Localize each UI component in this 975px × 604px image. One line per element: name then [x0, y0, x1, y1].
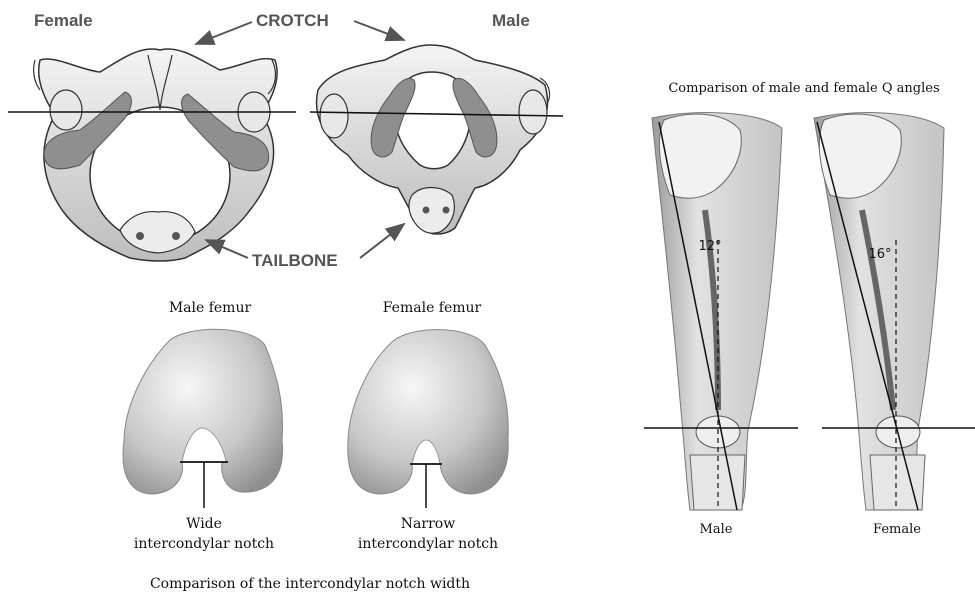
- female-pelvis-label: Female: [34, 11, 93, 30]
- narrow-label-line2: intercondylar notch: [358, 536, 498, 552]
- pelvis-section: Female Male CROTCH TAILBONE: [8, 11, 563, 270]
- tailbone-arrow-male: [360, 224, 404, 258]
- female-q-angle-value: 16°: [868, 247, 891, 262]
- tailbone-arrow-female: [206, 240, 248, 258]
- wide-label-line1: Wide: [186, 516, 222, 532]
- female-leg-illustration: [814, 113, 944, 510]
- crotch-arrow-male: [354, 21, 404, 40]
- male-femur-illustration: [123, 329, 283, 494]
- male-femur-title: Male femur: [169, 300, 252, 316]
- crotch-arrow-female: [196, 22, 252, 44]
- wide-label-line2: intercondylar notch: [134, 536, 274, 552]
- notch-caption: Comparison of the intercondylar notch wi…: [150, 576, 470, 592]
- male-pelvis-label: Male: [492, 11, 530, 30]
- female-pelvis-illustration: [34, 49, 277, 261]
- male-pelvis-illustration: [317, 45, 550, 234]
- femur-notch-section: Male femur Female femur Wide intercondyl…: [123, 300, 508, 592]
- tailbone-label: TAILBONE: [252, 251, 338, 270]
- female-femur-illustration: [348, 330, 509, 494]
- narrow-label-line1: Narrow: [401, 516, 455, 532]
- q-angle-title: Comparison of male and female Q angles: [668, 81, 939, 96]
- male-q-label: Male: [700, 522, 733, 537]
- crotch-label: CROTCH: [256, 11, 329, 30]
- female-q-label: Female: [873, 522, 921, 537]
- male-leg-illustration: [652, 113, 782, 510]
- female-femur-title: Female femur: [383, 300, 482, 316]
- male-q-angle-value: 12°: [698, 239, 721, 254]
- q-angle-section: Comparison of male and female Q angles 1…: [644, 81, 975, 537]
